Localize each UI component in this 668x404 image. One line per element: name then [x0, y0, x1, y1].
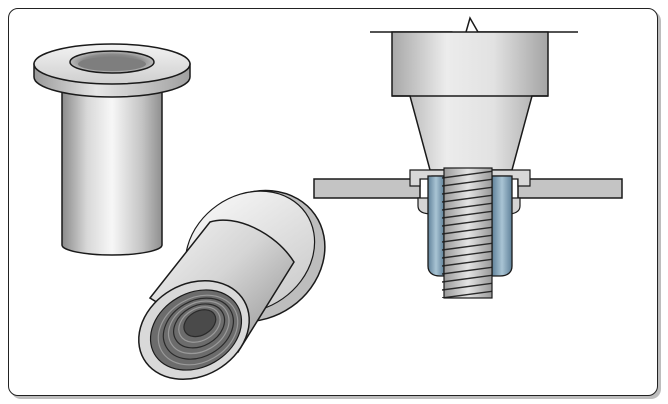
rivnut-upright-bore-shadow — [78, 57, 146, 71]
installed-section — [313, 16, 623, 299]
sheet-plate-right — [517, 178, 623, 199]
threaded-mandrel — [442, 168, 492, 298]
rivnut-tilted — [138, 189, 326, 381]
rivnut-upright-body — [61, 87, 163, 256]
rivnut-section-wall-left — [427, 175, 445, 277]
threaded-mandrel-outline — [443, 167, 493, 299]
setting-tool — [391, 31, 549, 171]
sheet-plate-left — [313, 178, 421, 199]
rivnut-tilted-threads — [157, 294, 239, 366]
rivnut-upright — [33, 43, 191, 256]
rivnut-section-wall-right — [491, 175, 513, 277]
